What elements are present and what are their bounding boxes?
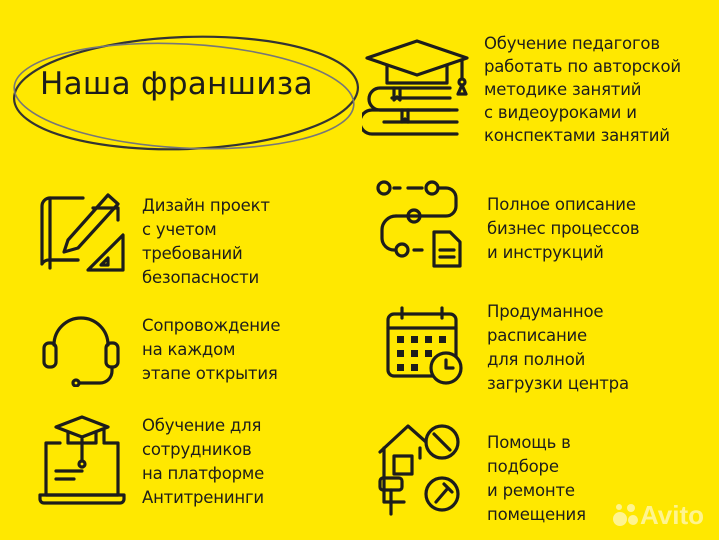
feature-line: работать по авторской: [484, 57, 681, 76]
feature-line: этапе открытия: [142, 364, 278, 383]
feature-line: безопасности: [142, 268, 260, 287]
feature-line: бизнес процессов: [487, 219, 640, 238]
avito-watermark: Avito: [612, 500, 704, 531]
avito-logo-icon: [613, 504, 638, 526]
feature-line: Антитренинги: [142, 488, 264, 507]
feature-line: с учетом: [142, 220, 217, 239]
feature-line: на каждом: [142, 340, 236, 359]
feature-line: помещения: [487, 505, 586, 524]
feature-line: подборе: [487, 457, 559, 476]
feature-line: расписание: [487, 326, 588, 345]
feature-line: для полной: [487, 350, 586, 369]
graduation-books-icon: [358, 38, 472, 138]
feature-schedule: Продуманное расписание для полной загруз…: [487, 300, 629, 396]
feature-line: и ремонте: [487, 481, 575, 500]
feature-premises-help: Помощь в подборе и ремонте помещения: [487, 431, 586, 527]
feature-line: требований: [142, 244, 243, 263]
feature-line: Обучение педагогов: [484, 34, 660, 53]
title-ellipse-decoration: [12, 35, 360, 151]
page-title: Наша франшиза: [40, 66, 313, 102]
feature-line: Продуманное: [487, 302, 604, 321]
feature-design-project: Дизайн проект с учетом требований безопа…: [142, 194, 270, 290]
feature-line: загрузки центра: [487, 374, 629, 393]
feature-support: Сопровождение на каждом этапе открытия: [142, 314, 280, 386]
design-blueprint-icon: [38, 190, 128, 275]
feature-line: Полное описание: [487, 195, 636, 214]
feature-line: Помощь в: [487, 433, 571, 452]
house-repair-icon: [376, 418, 466, 518]
feature-line: сотрудников: [142, 440, 252, 459]
feature-line: Сопровождение: [142, 316, 281, 335]
feature-line: Обучение для: [142, 416, 262, 435]
laptop-graduation-icon: [38, 415, 126, 505]
avito-watermark-text: Avito: [640, 500, 705, 530]
feature-line: и инструкций: [487, 243, 604, 262]
process-flow-icon: [376, 180, 464, 268]
feature-line: методике занятий: [484, 80, 642, 99]
feature-line: Дизайн проект: [142, 196, 270, 215]
feature-staff-training: Обучение для сотрудников на платформе Ан…: [142, 414, 264, 510]
calendar-clock-icon: [384, 304, 466, 386]
headset-icon: [40, 305, 122, 388]
feature-teacher-training: Обучение педагогов работать по авторской…: [484, 32, 681, 147]
feature-line: конспектами занятий: [484, 126, 670, 145]
feature-line: на платформе: [142, 464, 265, 483]
feature-line: с видеоуроками и: [484, 103, 637, 122]
feature-business-processes: Полное описание бизнес процессов и инстр…: [487, 193, 640, 265]
